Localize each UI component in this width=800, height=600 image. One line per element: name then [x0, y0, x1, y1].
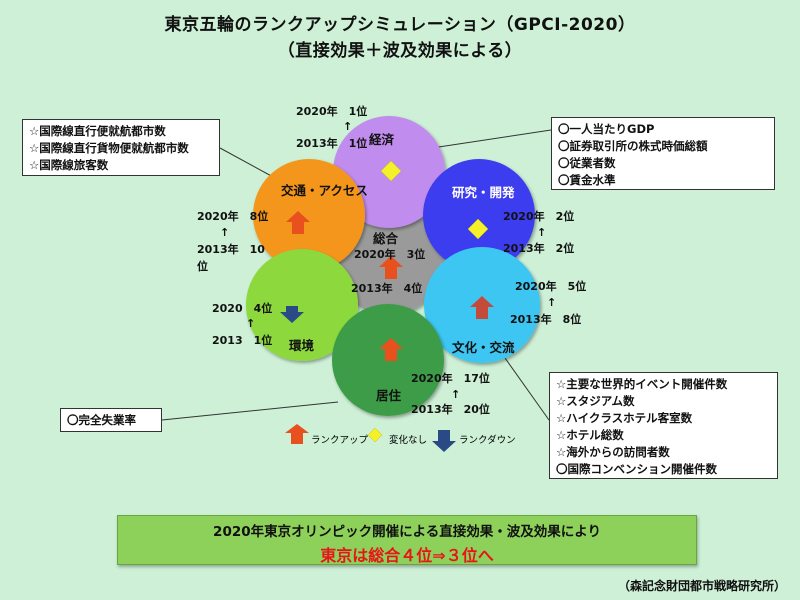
rank2013-environment: 2013 1位 [212, 333, 272, 347]
rank2020-overall: 2020年 3位 [354, 247, 425, 261]
rank2020-environment: 2020 4位 [212, 301, 272, 315]
rank2013-economy: 2013年 1位 [296, 136, 367, 150]
rank2013-overall: 2013年 4位 [351, 281, 422, 295]
callout-item: ☆国際線直行貨物便就航都市数 [29, 141, 189, 155]
circle-transport [253, 159, 365, 271]
circle-environment [246, 249, 358, 361]
label-economy: 経済 [369, 132, 395, 147]
leader-environment [161, 401, 339, 421]
rank2013-research: 2013年 2位 [503, 241, 574, 255]
callout-item: ☆主要な世界的イベント開催件数 [556, 377, 728, 391]
conclusion-line-1: 2020年東京オリンピック開催による直接効果・波及効果により [213, 524, 601, 540]
legend-unchanged-label: 変化なし [389, 434, 427, 446]
label-overall: 総合 [373, 231, 399, 246]
leader-transport [219, 147, 276, 179]
rank2020-culture: 2020年 5位 [515, 279, 586, 293]
up-arrow-residence [379, 338, 403, 361]
rank2013-transport-suffix: 位 [197, 259, 208, 273]
up-arrow-transport [286, 211, 310, 234]
rank2013-transport: 2013年 10 [197, 242, 265, 256]
label-environment: 環境 [289, 338, 315, 353]
legend-down-icon [432, 430, 456, 452]
down-arrow-environment [280, 306, 304, 323]
rank-arrow-economy: ↑ [343, 120, 352, 133]
label-residence: 居住 [376, 388, 402, 403]
leader-culture [504, 357, 550, 421]
source-credit: （森記念財団都市戦略研究所） [617, 579, 786, 593]
rank-arrow-environment: ↑ [246, 317, 255, 330]
callout-item: ☆ホテル総数 [556, 428, 624, 442]
up-arrow-overall [379, 256, 403, 279]
label-research: 研究・開発 [452, 185, 515, 200]
callout-item: 〇証券取引所の株式時価総額 [558, 139, 708, 153]
callout-item: ☆スタジアム数 [556, 394, 635, 408]
legend-down-label: ランクダウン [459, 434, 516, 446]
rank-arrow-research: ↑ [537, 226, 546, 239]
rank2020-residence: 2020年 17位 [411, 371, 490, 385]
callout-economy: 〇一人当たりGDP 〇証券取引所の株式時価総額 〇従業者数 〇賃金水準 [551, 117, 775, 190]
callout-transport: ☆国際線直行便就航都市数 ☆国際線直行貨物便就航都市数 ☆国際線旅客数 [22, 119, 220, 176]
rank2020-economy: 2020年 1位 [296, 104, 367, 118]
rank-arrow-transport: ↑ [220, 226, 229, 239]
rank2020-research: 2020年 2位 [503, 209, 574, 223]
legend-unchanged-icon [367, 427, 383, 443]
leader-economy [431, 129, 552, 149]
callout-item: ☆国際線旅客数 [29, 158, 109, 172]
callout-item: 〇一人当たりGDP [558, 122, 655, 136]
unchanged-diamond-research [467, 218, 489, 240]
callout-item: ☆ハイクラスホテル客室数 [556, 411, 693, 425]
unchanged-diamond-economy [380, 160, 402, 182]
rank-arrow-residence: ↑ [451, 388, 460, 401]
rank2013-culture: 2013年 8位 [510, 312, 581, 326]
rank2020-transport: 2020年 8位 [197, 209, 268, 223]
callout-item: ☆国際線直行便就航都市数 [29, 124, 166, 138]
title-line-2: （直接効果＋波及効果による） [277, 41, 523, 61]
label-transport: 交通・アクセス [281, 183, 368, 198]
callout-item: ☆海外からの訪問者数 [556, 445, 670, 459]
rank-arrow-culture: ↑ [547, 296, 556, 309]
callout-culture: ☆主要な世界的イベント開催件数 ☆スタジアム数 ☆ハイクラスホテル客室数 ☆ホテ… [549, 372, 778, 479]
callout-item: 〇国際コンベンション開催件数 [556, 462, 717, 476]
callout-item: 〇賃金水準 [558, 173, 616, 187]
title-line-1: 東京五輪のランクアップシミュレーション（GPCI-2020） [164, 15, 636, 35]
callout-item: 〇完全失業率 [67, 413, 136, 427]
legend-up-icon [285, 424, 309, 444]
legend-up-label: ランクアップ [311, 435, 369, 446]
conclusion-banner: 2020年東京オリンピック開催による直接効果・波及効果により 東京は総合４位⇒３… [117, 515, 697, 565]
label-culture: 文化・交流 [452, 340, 515, 355]
circle-research [423, 159, 535, 271]
callout-environment: 〇完全失業率 [60, 408, 162, 432]
conclusion-line-2: 東京は総合４位⇒３位へ [320, 546, 494, 565]
up-arrow-culture [470, 296, 494, 319]
rank2013-residence: 2013年 20位 [411, 402, 490, 416]
callout-item: 〇従業者数 [558, 156, 616, 170]
